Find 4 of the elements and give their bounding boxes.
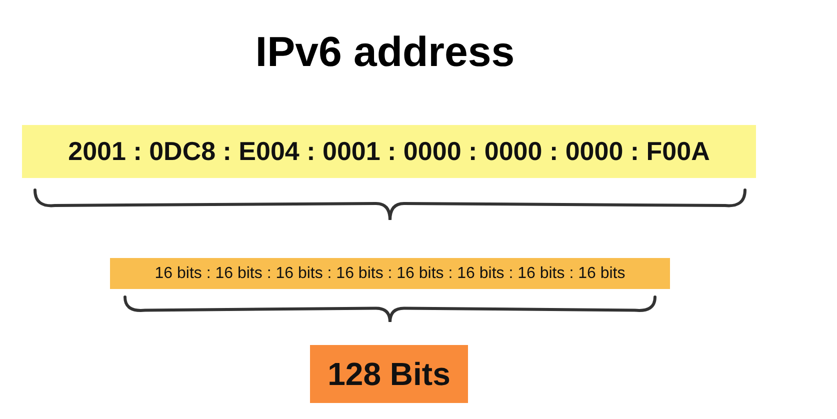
total-bits-box: 128 Bits	[310, 345, 468, 403]
bit-groups-box: 16 bits : 16 bits : 16 bits : 16 bits : 16 bits : 16 bits : 16 bits : 16 bits	[110, 258, 670, 289]
address-box: 2001 : 0DC8 : E004 : 0001 : 0000 : 0000 : 0000 : F00A	[22, 125, 756, 178]
title: IPv6 address	[254, 28, 516, 76]
